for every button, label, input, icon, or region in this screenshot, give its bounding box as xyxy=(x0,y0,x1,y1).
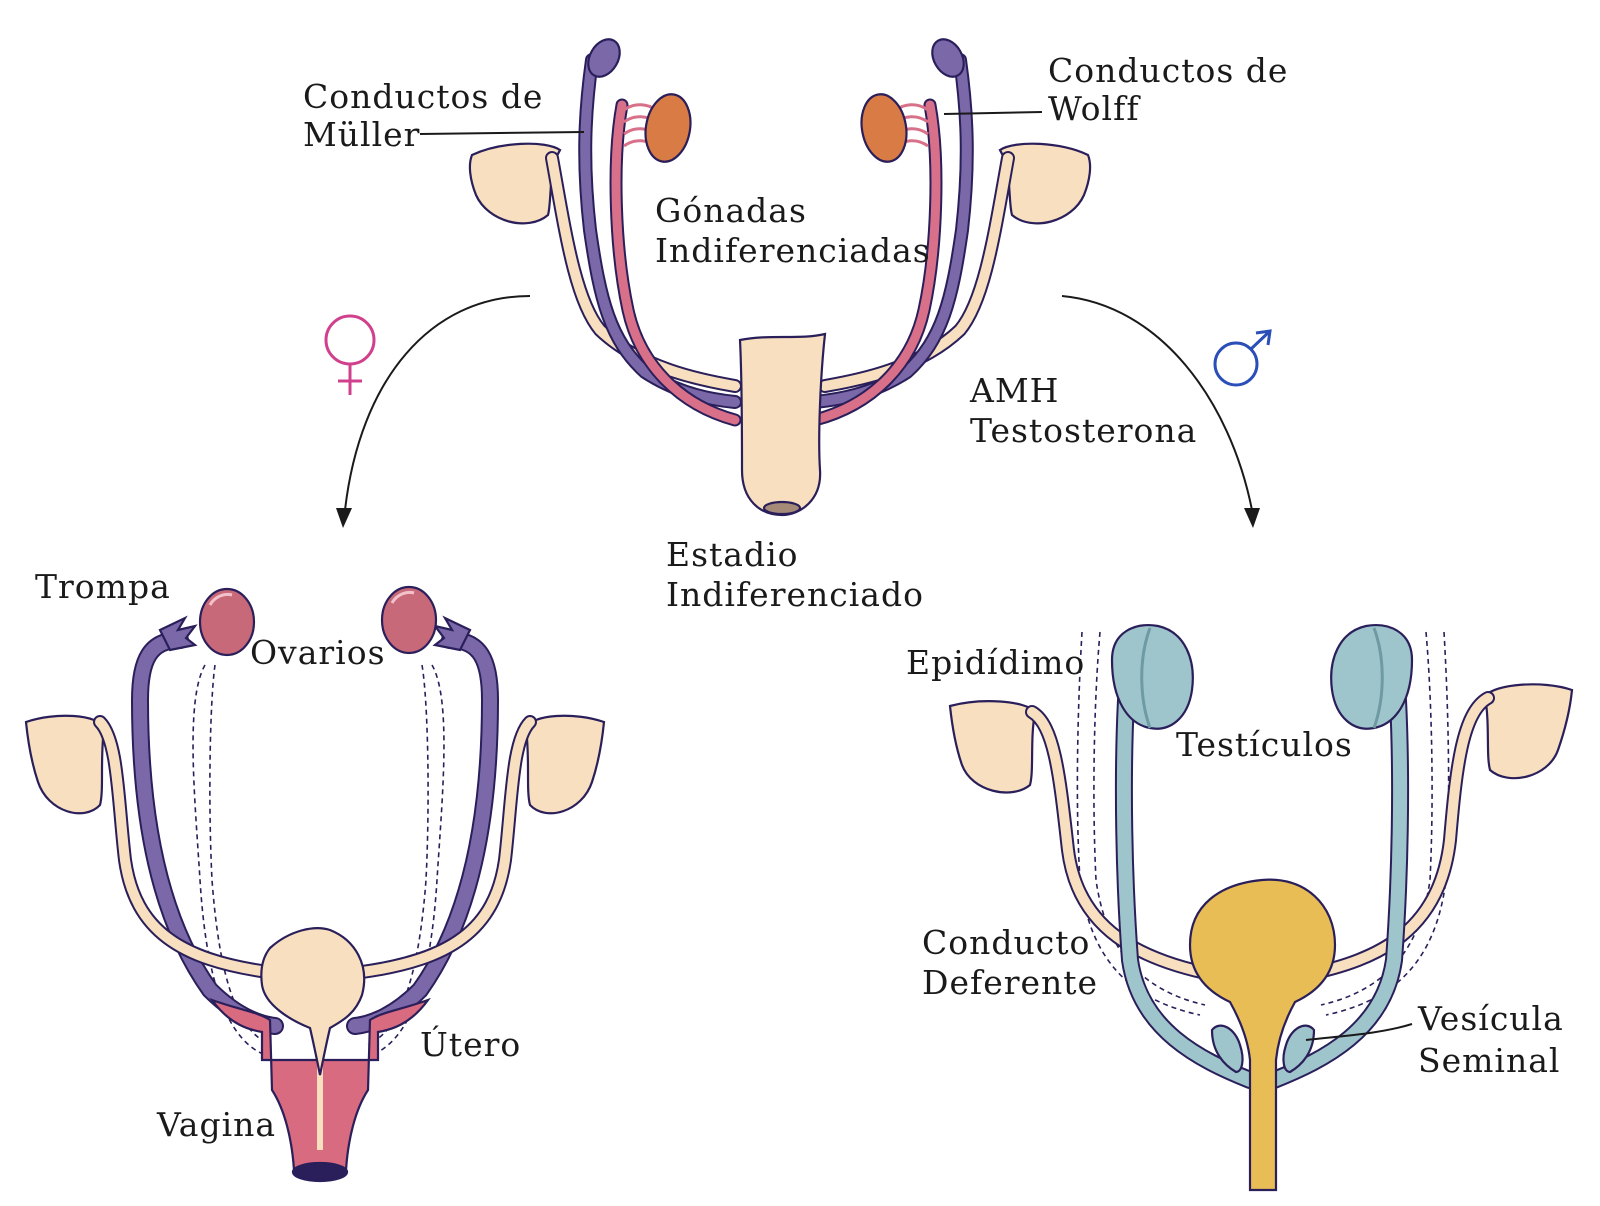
testis-right xyxy=(1330,624,1414,730)
label-vesicula-line1: Vesícula xyxy=(1417,999,1564,1038)
label-muller-line2: Müller xyxy=(303,115,420,154)
arrow-to-female xyxy=(344,295,531,511)
label-gonads-line2: Indiferenciadas xyxy=(655,231,931,270)
label-trompa: Trompa xyxy=(35,567,171,606)
male-ureter-left-fill xyxy=(1027,707,1220,980)
male-kidney-left xyxy=(948,700,1037,794)
female-ureter-right-fill xyxy=(357,717,535,977)
label-vagina: Vagina xyxy=(156,1105,276,1144)
ovary-right xyxy=(380,585,438,655)
male-ureter-right-fill xyxy=(1300,693,1493,980)
label-wolff-line2: Wolff xyxy=(1048,89,1141,128)
male-symbol-icon xyxy=(1213,329,1272,387)
label-vesicula-line2: Seminal xyxy=(1418,1041,1560,1080)
label-testiculos: Testículos xyxy=(1176,725,1353,764)
ovary-left-highlight xyxy=(208,592,233,606)
ureter-right-fill xyxy=(820,153,1013,391)
label-utero: Útero xyxy=(420,1024,521,1064)
sinus-opening xyxy=(762,500,802,516)
muller-tip-right xyxy=(931,38,965,78)
kidney-left xyxy=(468,142,562,225)
label-ovarios: Ovarios xyxy=(250,633,386,672)
muller-remnant-right-inner xyxy=(1320,631,1433,1006)
vesicula-leader-line xyxy=(1305,1023,1413,1041)
female-ureter-left-fill xyxy=(95,717,273,977)
female-kidney-left xyxy=(24,714,106,815)
label-stage-line1: Estadio xyxy=(666,535,799,574)
epididymis-right xyxy=(1372,627,1384,729)
label-deferente-line2: Deferente xyxy=(922,963,1098,1002)
label-gonads-line1: Gónadas xyxy=(655,191,807,230)
wolff-duct-left-fill xyxy=(611,100,740,425)
label-hormones-line1: AMH xyxy=(969,371,1059,410)
epididymis-left xyxy=(1140,627,1152,729)
label-stage-line2: Indiferenciado xyxy=(666,575,924,614)
arrowhead-male xyxy=(1244,508,1260,528)
male-illustration xyxy=(948,624,1574,1192)
vas-deferens-right-fill xyxy=(1267,693,1408,1087)
gonad-left xyxy=(644,93,692,163)
label-hormones-line2: Testosterona xyxy=(970,411,1197,450)
muller-remnant-left-inner xyxy=(1093,631,1206,1006)
ureter-left-fill xyxy=(547,153,740,391)
testis-left xyxy=(1110,624,1194,730)
ovary-right-highlight xyxy=(390,590,415,604)
urogenital-sinus xyxy=(738,332,827,517)
seminal-vesicle-left xyxy=(1210,1024,1244,1074)
female-symbol-icon xyxy=(324,314,376,395)
female-illustration xyxy=(24,585,606,1183)
indifferent-stage-illustration xyxy=(468,38,1092,517)
gonad-right xyxy=(860,93,908,163)
female-kidney-right xyxy=(524,714,606,815)
label-epididimo: Epidídimo xyxy=(906,643,1085,682)
arrow-to-male xyxy=(1061,295,1253,511)
vaginal-opening xyxy=(291,1161,349,1183)
kidney-right xyxy=(998,142,1092,225)
label-deferente-line1: Conducto xyxy=(922,923,1090,962)
fimbria-right xyxy=(432,615,472,652)
wolff-remnant-right xyxy=(368,664,445,1057)
muller-leader-line xyxy=(419,131,585,135)
male-kidney-right xyxy=(1483,683,1574,780)
muller-tip-left xyxy=(587,38,621,78)
male-bladder xyxy=(1188,878,1337,1192)
fimbria-left xyxy=(158,615,198,652)
label-muller-line1: Conductos de xyxy=(303,77,543,116)
vas-deferens-left-fill xyxy=(1116,693,1257,1087)
label-wolff-line1: Conductos de xyxy=(1048,51,1288,90)
arrowhead-female xyxy=(336,508,352,528)
ovary-left xyxy=(198,587,256,657)
wolff-remnant-left xyxy=(192,664,269,1057)
female-bladder xyxy=(260,927,366,1076)
wolff-leader-line xyxy=(943,111,1043,115)
wolff-duct-right-fill xyxy=(810,100,941,425)
seminal-vesicle-right xyxy=(1282,1024,1316,1074)
